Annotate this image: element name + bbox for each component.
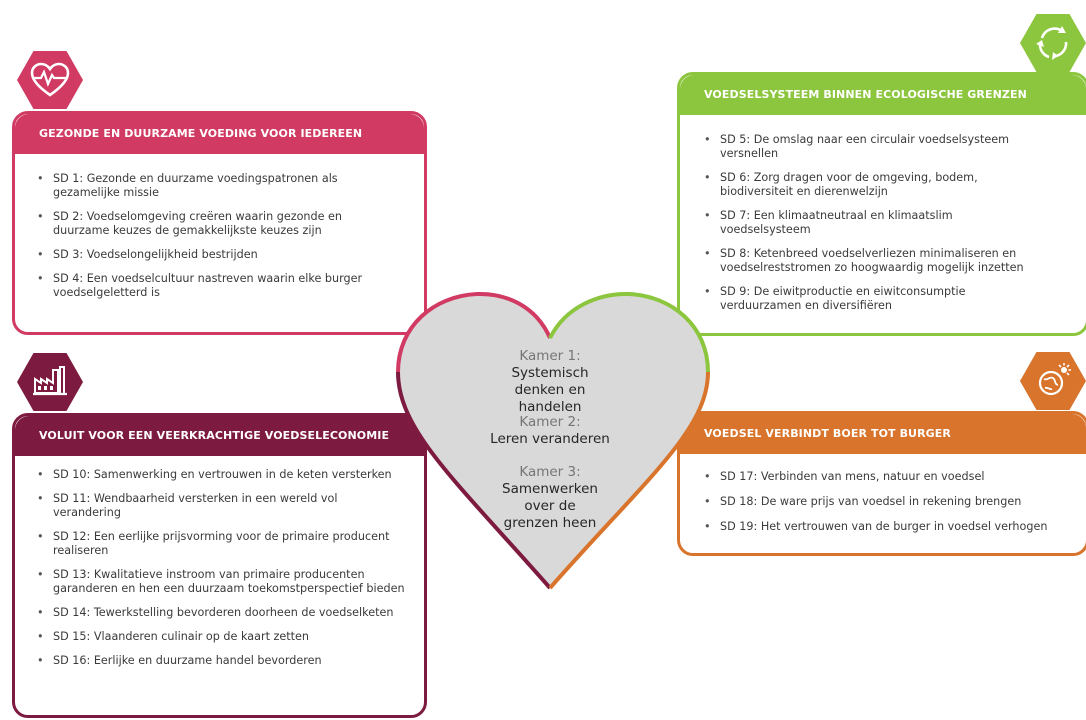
panel-voedseleconomie: VOLUIT VOOR EEN VEERKRACHTIGE VOEDSELECO… (12, 413, 427, 718)
kamer-text: Systemisch denken en handelen (511, 365, 589, 415)
goal-list: SD 17: Verbinden van mens, natuur en voe… (698, 470, 1068, 534)
list-item: SD 11: Wendbaarheid versterken in een we… (31, 492, 406, 520)
panel-gezonde-voeding: GEZONDE EN DUURZAME VOEDING VOOR IEDEREE… (12, 111, 427, 335)
kamer-label: Kamer 1: (519, 348, 581, 364)
list-item: SD 2: Voedselomgeving creëren waarin gez… (31, 210, 386, 238)
circular-arrows-icon (1020, 14, 1086, 72)
list-item: SD 19: Het vertrouwen van de burger in v… (698, 520, 1068, 534)
kamer-text: Leren veranderen (490, 431, 610, 447)
factory-icon (17, 353, 83, 411)
list-item: SD 8: Ketenbreed voedselverliezen minima… (698, 247, 1046, 275)
list-item: SD 1: Gezonde en duurzame voedingspatron… (31, 172, 386, 200)
list-item: SD 5: De omslag naar een circulair voeds… (698, 133, 1046, 161)
panel-ecologische-grenzen: VOEDSELSYSTEEM BINNEN ECOLOGISCHE GRENZE… (677, 72, 1086, 336)
panel-title: VOLUIT VOOR EEN VEERKRACHTIGE VOEDSELECO… (15, 416, 424, 456)
panel-title: VOEDSEL VERBINDT BOER TOT BURGER (680, 414, 1086, 454)
goal-list: SD 5: De omslag naar een circulair voeds… (698, 133, 1046, 313)
heart-kamer-3: Kamer 3: Samenwerken over de grenzen hee… (461, 464, 639, 532)
heart-pulse-icon (17, 51, 83, 109)
globe-sun-icon (1020, 352, 1086, 410)
list-item: SD 7: Een klimaatneutraal en klimaatslim… (698, 209, 1046, 237)
panel-title: VOEDSELSYSTEEM BINNEN ECOLOGISCHE GRENZE… (680, 75, 1086, 115)
goal-list: SD 10: Samenwerking en vertrouwen in de … (31, 468, 406, 668)
list-item: SD 18: De ware prijs van voedsel in reke… (698, 495, 1068, 509)
list-item: SD 6: Zorg dragen voor de omgeving, bode… (698, 171, 1046, 199)
list-item: SD 10: Samenwerking en vertrouwen in de … (31, 468, 406, 482)
kamer-label: Kamer 3: (519, 464, 581, 480)
panel-boer-tot-burger: VOEDSEL VERBINDT BOER TOT BURGER SD 17: … (677, 411, 1086, 556)
list-item: SD 4: Een voedselcultuur nastreven waari… (31, 272, 386, 300)
list-item: SD 16: Eerlijke en duurzame handel bevor… (31, 654, 406, 668)
list-item: SD 9: De eiwitproductie en eiwitconsumpt… (698, 285, 1046, 313)
list-item: SD 12: Een eerlijke prijsvorming voor de… (31, 530, 406, 558)
goal-list: SD 1: Gezonde en duurzame voedingspatron… (31, 172, 386, 300)
heart-kamer-1: Kamer 1: Systemisch denken en handelen (461, 348, 639, 416)
list-item: SD 15: Vlaanderen culinair op de kaart z… (31, 630, 406, 644)
kamer-label: Kamer 2: (519, 414, 581, 430)
list-item: SD 3: Voedselongelijkheid bestrijden (31, 248, 386, 262)
list-item: SD 17: Verbinden van mens, natuur en voe… (698, 470, 1068, 484)
heart-kamer-2: Kamer 2: Leren veranderen (461, 414, 639, 448)
panel-title: GEZONDE EN DUURZAME VOEDING VOOR IEDEREE… (15, 114, 424, 154)
list-item: SD 13: Kwalitatieve instroom van primair… (31, 568, 406, 596)
kamer-text: Samenwerken over de grenzen heen (502, 481, 598, 531)
list-item: SD 14: Tewerkstelling bevorderen doorhee… (31, 606, 406, 620)
